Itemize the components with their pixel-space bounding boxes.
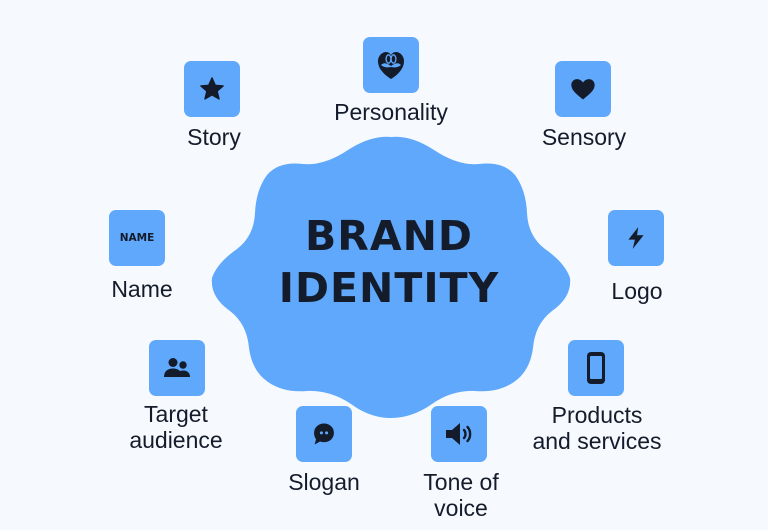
tone-of-voice-tile xyxy=(431,406,487,462)
name-tile: NAME xyxy=(109,210,165,266)
name-label: Name xyxy=(111,276,173,302)
products-services-tile xyxy=(568,340,624,396)
speaker-icon xyxy=(446,423,472,445)
logo-label: Logo xyxy=(611,278,663,304)
star-icon xyxy=(200,77,224,100)
target-audience-tile xyxy=(149,340,205,396)
heart-mask-icon xyxy=(378,52,404,79)
personality-label: Personality xyxy=(334,99,448,125)
name-text-icon: NAME xyxy=(119,232,155,244)
products-services-label: Products and services xyxy=(532,402,662,454)
people-icon xyxy=(164,358,190,377)
slogan-tile xyxy=(296,406,352,462)
story-label: Story xyxy=(187,124,241,150)
title-line-2: IDENTITY xyxy=(278,264,500,312)
sensory-tile xyxy=(555,61,611,117)
story-tile xyxy=(184,61,240,117)
heart-icon xyxy=(571,79,595,100)
brand-identity-title: BRAND IDENTITY xyxy=(234,210,544,314)
title-line-1: BRAND xyxy=(305,212,473,260)
tone-of-voice-label: Tone of voice xyxy=(423,469,499,521)
sensory-label: Sensory xyxy=(541,124,627,150)
chat-bubble-icon xyxy=(314,423,334,445)
lightning-icon xyxy=(628,227,644,249)
personality-tile xyxy=(363,37,419,93)
logo-tile xyxy=(608,210,664,266)
smartphone-icon xyxy=(587,352,605,384)
target-audience-label: Target audience xyxy=(129,401,223,453)
slogan-label: Slogan xyxy=(288,469,360,495)
